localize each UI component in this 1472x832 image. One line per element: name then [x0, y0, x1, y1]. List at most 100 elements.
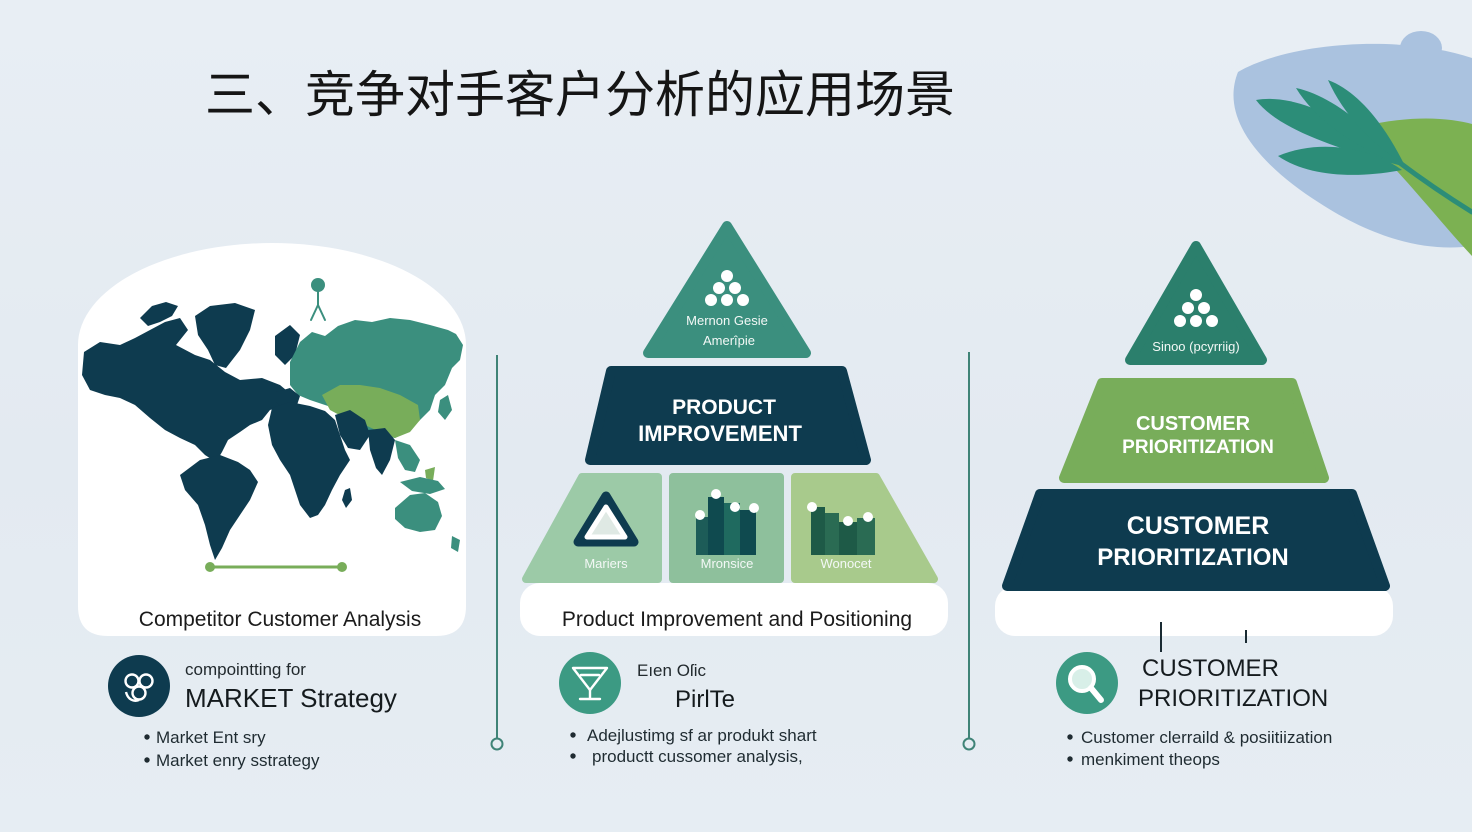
bar-dot [711, 489, 721, 499]
map-scale-line [205, 562, 347, 572]
funnel-body [571, 666, 609, 692]
bar [740, 510, 756, 555]
magnifier-lens [1068, 665, 1096, 693]
column-divider-2 [962, 352, 976, 751]
product-middle-line-1: PRODUCT [672, 396, 776, 419]
product-pyramid-top [643, 221, 811, 358]
panel-product-bullet-2: productt cussomer analysis, [592, 747, 803, 766]
bar-chart-icon [695, 489, 759, 555]
map-eurasia [290, 318, 463, 438]
dot [737, 294, 749, 306]
decorative-leaf-illustration [1233, 31, 1472, 256]
people-group-icon [1174, 289, 1218, 327]
decorative-leaf-3 [1296, 88, 1402, 166]
network-link [124, 691, 140, 702]
customer-middle-line-2: PRIORITIZATION [1122, 437, 1274, 458]
customer-top-label: Sinoo (pcyrriig) [1152, 339, 1239, 354]
bar [708, 497, 724, 555]
map-pin-leg-right [317, 304, 326, 321]
triangle-inner [584, 504, 628, 540]
map-africa [268, 402, 350, 518]
bar [839, 522, 857, 555]
map-card-caption: Competitor Customer Analysis [139, 608, 421, 631]
dot [713, 282, 725, 294]
map-pin-icon [310, 278, 326, 321]
decorative-stem-line [1393, 157, 1472, 215]
map-madagascar [342, 488, 352, 508]
map-australia [395, 493, 442, 532]
bar [857, 518, 875, 555]
network-icon [124, 673, 154, 702]
bar [811, 507, 825, 555]
map-pin-head [311, 278, 325, 292]
column-chart-icon [807, 502, 875, 555]
dot [1174, 315, 1186, 327]
scale-dot-left [205, 562, 215, 572]
dot [1190, 289, 1202, 301]
map-pin-leg-left [310, 304, 319, 321]
product-pyramid-middle [585, 366, 871, 465]
dot [1182, 302, 1194, 314]
map-china-region [322, 385, 420, 438]
decorative-leaf-4 [1328, 80, 1404, 164]
product-top-line-2: Amerîpie [703, 333, 755, 348]
network-node-2 [138, 673, 154, 689]
product-middle-line-2: IMPROVEMENT [638, 421, 802, 446]
map-japan [438, 395, 452, 420]
bullet-marker [1067, 756, 1073, 762]
bar-dot [695, 510, 705, 520]
bar [724, 503, 740, 555]
map-india [368, 428, 395, 475]
decorative-blob-small [1400, 31, 1442, 65]
magnifier-icon-badge [1056, 652, 1118, 714]
product-block-right-label: Wonocet [820, 556, 871, 571]
map-north-america [82, 318, 292, 462]
bar-dot [807, 502, 817, 512]
bar-dot [749, 503, 759, 513]
decorative-leaf-2 [1278, 146, 1402, 175]
panel-competitor-analysis: Competitor Customer Analysis compointtin… [78, 243, 466, 770]
network-icon-badge [108, 655, 170, 717]
dot [1206, 315, 1218, 327]
bar-dot [843, 516, 853, 526]
map-philippines [425, 467, 435, 481]
bullet-marker [570, 732, 576, 738]
divider-end-dot [490, 737, 504, 751]
page-title: 三、竞争对手客户分析的应用场景 [205, 66, 955, 124]
panel-map-bullet-1: Market Ent sry [156, 728, 266, 747]
world-map [82, 302, 463, 560]
magnifier-icon [1068, 665, 1104, 703]
bar-dot [730, 502, 740, 512]
bullet-marker [570, 753, 576, 759]
triangle-icon [573, 491, 639, 547]
bullet-marker [144, 757, 150, 763]
customer-middle-line-1: CUSTOMER [1136, 413, 1251, 435]
customer-pyramid-middle [1059, 378, 1329, 483]
people-group-icon [705, 270, 749, 306]
dot [729, 282, 741, 294]
panel-map-kicker: compointting for [185, 660, 306, 679]
panel-customer-bullet-2: menkiment theops [1081, 750, 1220, 769]
divider-end-dot [962, 737, 976, 751]
bar-dot [863, 512, 873, 522]
dot [1198, 302, 1210, 314]
bullet-marker [1067, 734, 1073, 740]
panel-product-bullet-1: Adejlustimg sf ar produkt shart [587, 726, 817, 745]
icon-circle [559, 652, 621, 714]
panel-customer-bullet-1: Customer clerraild & posiitiization [1081, 728, 1332, 747]
customer-pyramid-bottom [1002, 489, 1390, 591]
dot [721, 270, 733, 282]
decorative-leaf-1 [1256, 98, 1402, 166]
dot [1190, 315, 1202, 327]
panel-product-heading: PirlTe [675, 686, 735, 713]
panel-customer-prioritization: Sinoo (pcyrriig) CUSTOMER PRIORITIZATION… [995, 241, 1393, 769]
panel-map-heading: MARKET Strategy [185, 683, 397, 713]
customer-pyramid-top [1125, 241, 1267, 365]
customer-bottom-line-1: CUSTOMER [1127, 512, 1270, 540]
panel-map-bullet-2: Market enry sstrategy [156, 751, 320, 770]
bar [696, 517, 708, 555]
dot [705, 294, 717, 306]
product-block-left-label: Mariers [584, 556, 628, 571]
product-block-middle-label: Mronsice [701, 556, 754, 571]
